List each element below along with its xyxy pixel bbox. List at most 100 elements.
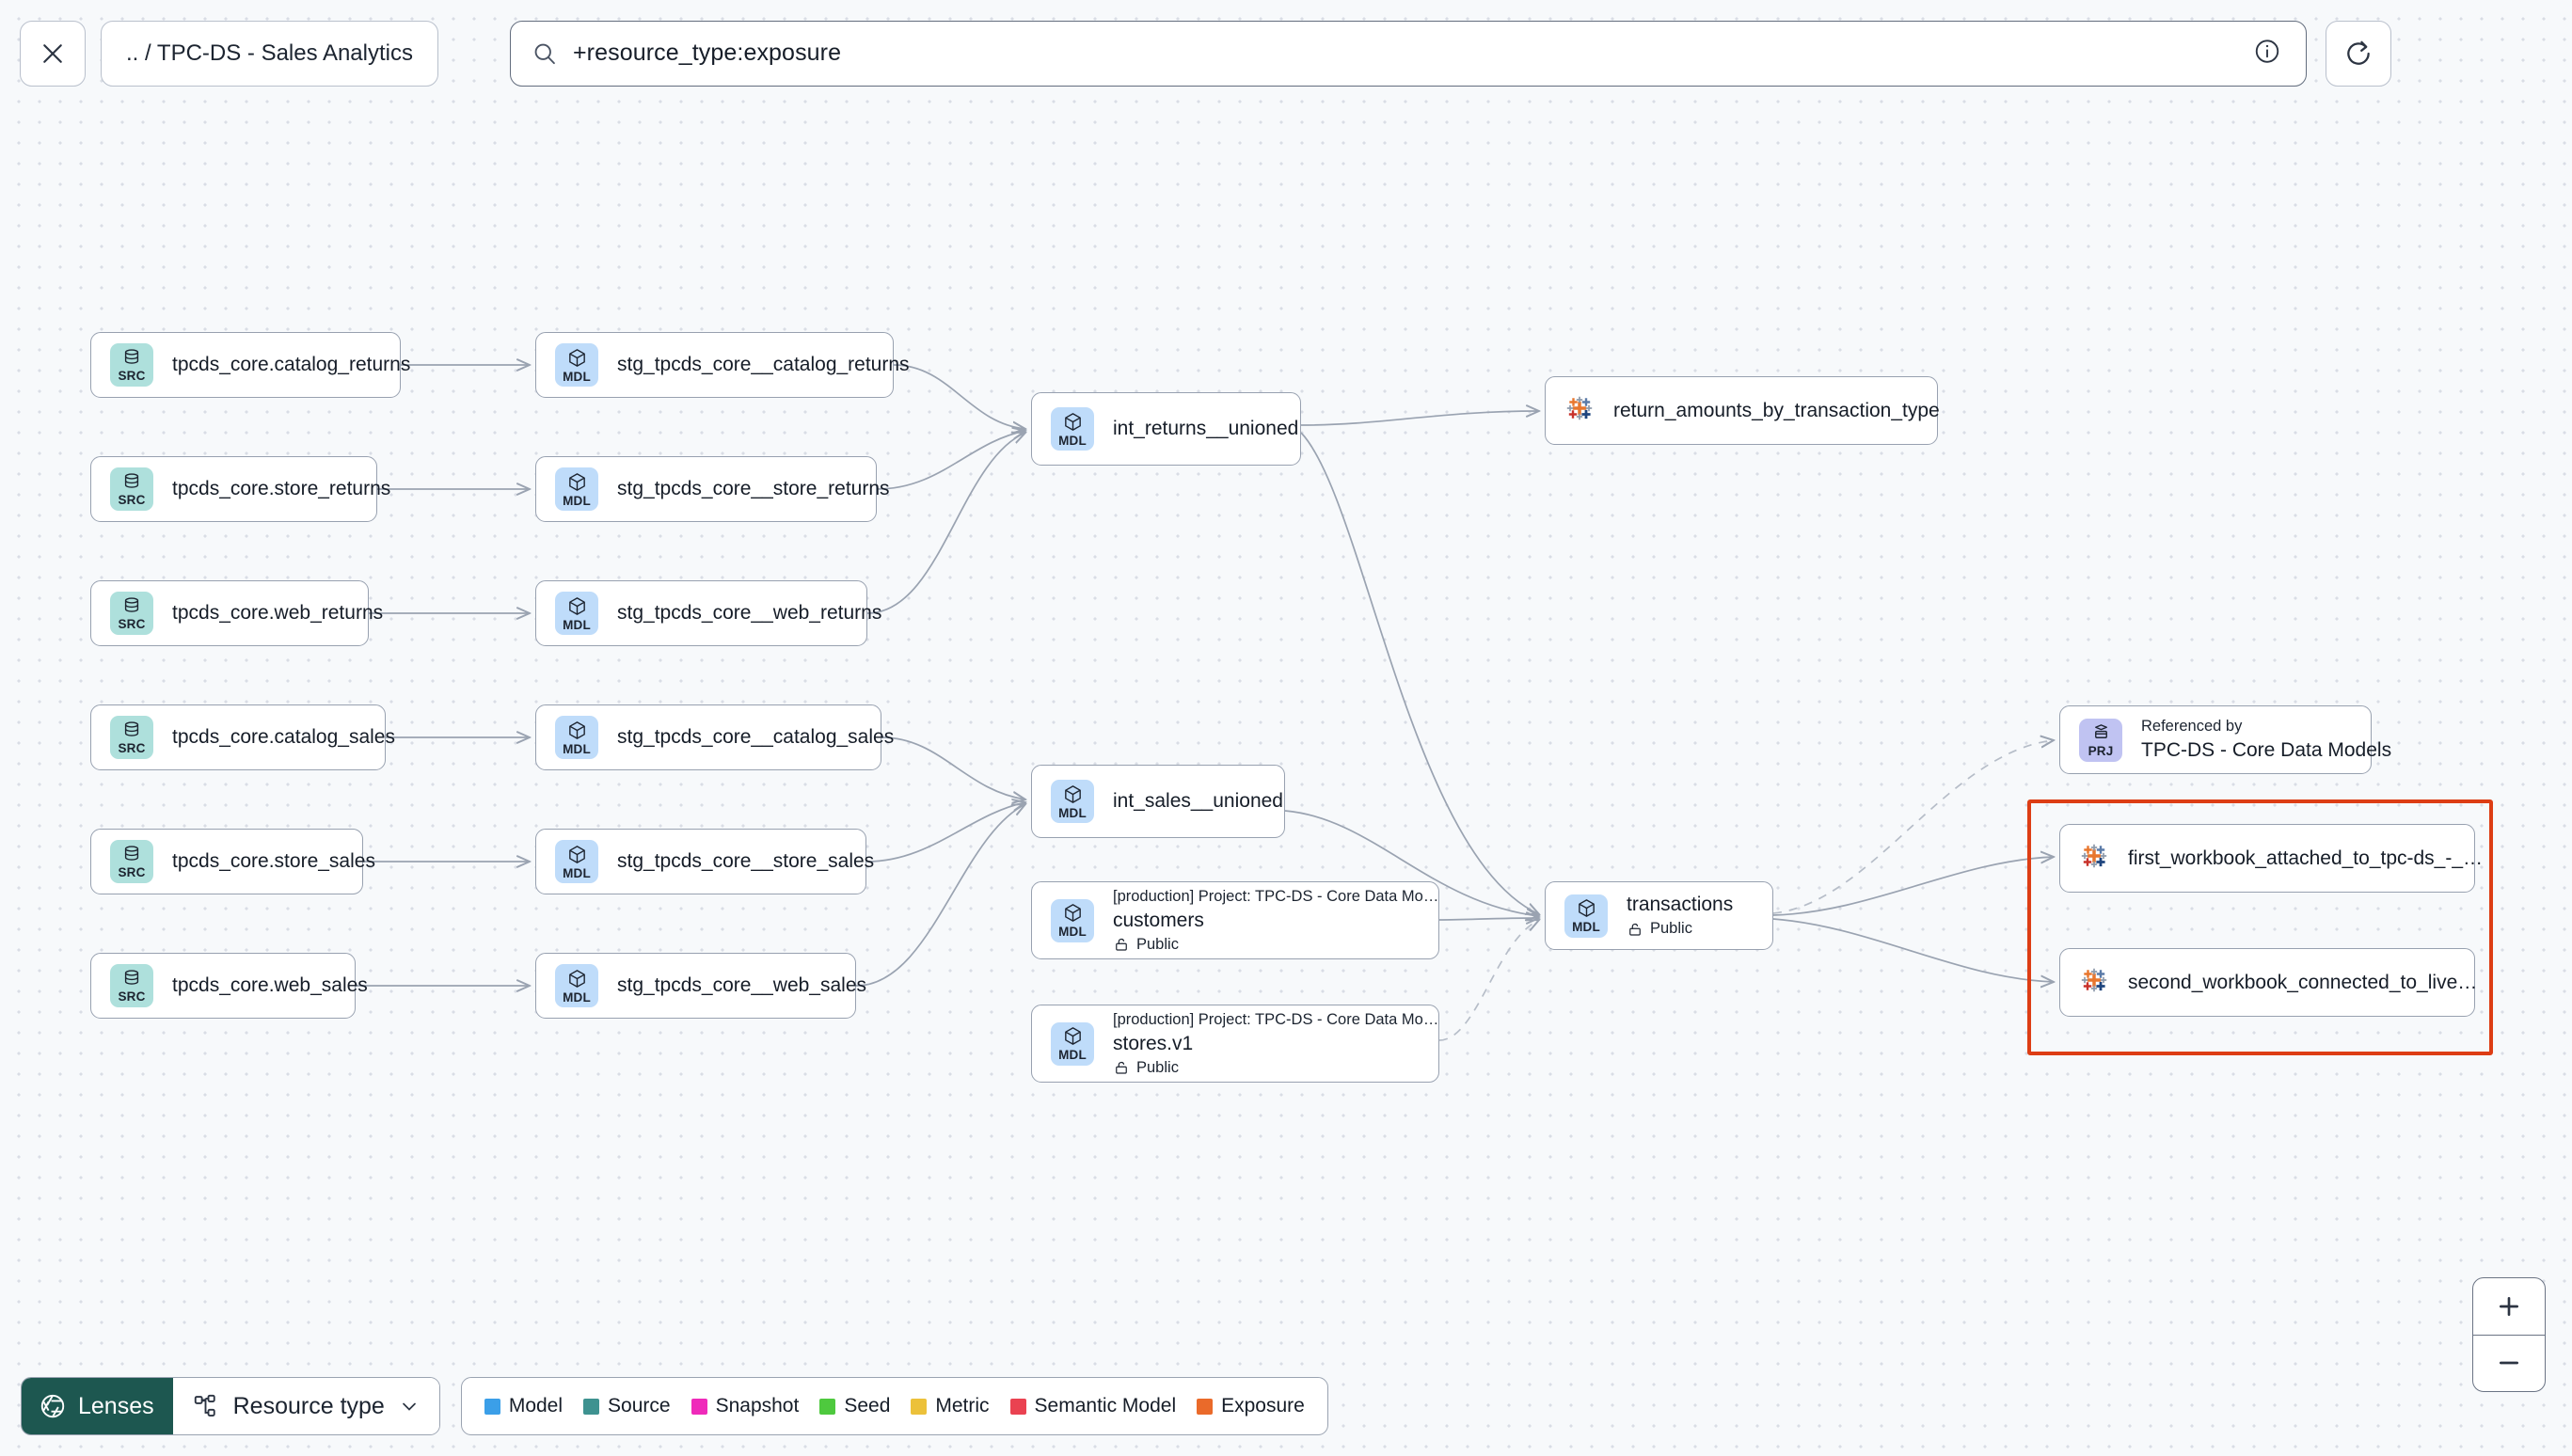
node-visibility: Public — [1113, 1059, 1438, 1077]
mdl-badge: MDL — [555, 840, 598, 883]
header-bar: .. / TPC-DS - Sales Analytics +resource_… — [0, 0, 2572, 106]
zoom-out-button[interactable] — [2473, 1336, 2545, 1392]
cube-icon — [1064, 1027, 1081, 1046]
nodes-icon — [194, 1394, 215, 1416]
node-subtitle: [production] Project: TPC-DS - Core Data… — [1113, 1010, 1439, 1028]
database-icon — [124, 473, 139, 488]
cube-icon — [568, 845, 585, 863]
legend-item-semantic-model[interactable]: Semantic Model — [1009, 1395, 1177, 1417]
legend-item-snapshot[interactable]: Snapshot — [691, 1395, 800, 1417]
graph-node-src_store_returns[interactable]: SRC tpcds_core.store_returns — [90, 456, 390, 522]
graph-node-stg_catalog_sales[interactable]: MDL stg_tpcds_core__catalog_sales — [535, 704, 894, 770]
node-label: tpcds_core.catalog_returns — [172, 354, 411, 375]
legend-swatch — [691, 1398, 707, 1415]
breadcrumb[interactable]: .. / TPC-DS - Sales Analytics — [101, 20, 438, 87]
search-input[interactable]: +resource_type:exposure — [509, 20, 2307, 87]
database-icon — [124, 349, 139, 364]
exposure-badge — [2079, 965, 2109, 1000]
minus-icon — [2500, 1361, 2518, 1365]
tableau-exposure-icon — [2081, 968, 2107, 992]
exposure-badge — [1564, 393, 1595, 428]
aperture-icon — [40, 1394, 65, 1418]
graph-node-stg_web_returns[interactable]: MDL stg_tpcds_core__web_returns — [535, 580, 881, 646]
legend-swatch — [484, 1398, 500, 1415]
mdl-badge: MDL — [555, 964, 598, 1007]
legend-swatch — [911, 1398, 928, 1415]
node-label: stores.v1 — [1113, 1032, 1194, 1054]
src-badge: SRC — [110, 467, 153, 511]
mdl-badge: MDL — [555, 467, 598, 511]
node-label: stg_tpcds_core__store_returns — [617, 478, 890, 499]
mdl-badge: MDL — [555, 716, 598, 759]
legend-item-model[interactable]: Model — [484, 1395, 563, 1417]
legend: Model Source Snapshot Seed Metric Semant… — [460, 1377, 1328, 1435]
graph-node-stg_store_returns[interactable]: MDL stg_tpcds_core__store_returns — [535, 456, 890, 522]
legend-label: Snapshot — [715, 1395, 800, 1416]
node-label: int_returns__unioned — [1113, 418, 1299, 439]
bottom-toolbar: Lenses Resource type Model — [21, 1377, 1328, 1435]
lenses-button[interactable]: Lenses — [22, 1378, 173, 1434]
src-badge: SRC — [110, 343, 153, 387]
legend-item-exposure[interactable]: Exposure — [1197, 1395, 1305, 1417]
graph-node-first_workbook[interactable]: first_workbook_attached_to_tpc-ds_-_… — [2059, 824, 2483, 893]
search-icon — [534, 43, 555, 64]
cube-icon — [568, 596, 585, 615]
cube-icon — [1578, 899, 1595, 918]
graph-node-int_returns[interactable]: MDL int_returns__unioned — [1031, 392, 1301, 466]
graph-node-return_amounts[interactable]: return_amounts_by_transaction_type — [1545, 376, 1940, 445]
node-label: customers — [1113, 909, 1204, 931]
refresh-button[interactable] — [2325, 20, 2391, 87]
close-button[interactable] — [20, 20, 86, 87]
refresh-icon — [2347, 40, 2370, 65]
info-icon[interactable] — [2253, 37, 2281, 70]
legend-item-metric[interactable]: Metric — [911, 1395, 990, 1417]
legend-label: Model — [508, 1395, 564, 1416]
legend-swatch — [583, 1398, 600, 1415]
legend-label: Semantic Model — [1034, 1395, 1177, 1416]
database-icon — [124, 721, 139, 736]
mdl-badge: MDL — [555, 592, 598, 635]
legend-swatch — [1009, 1398, 1026, 1415]
graph-node-second_workbook[interactable]: second_workbook_connected_to_live… — [2059, 948, 2478, 1017]
node-label: tpcds_core.store_returns — [172, 478, 391, 499]
node-subtitle: Referenced by — [2141, 718, 2243, 735]
resource-type-label: Resource type — [232, 1392, 385, 1419]
tableau-exposure-icon — [1566, 396, 1593, 420]
legend-item-source[interactable]: Source — [583, 1395, 671, 1417]
graph-node-src_catalog_returns[interactable]: SRC tpcds_core.catalog_returns — [90, 332, 410, 398]
database-icon — [124, 846, 139, 861]
mdl-badge: MDL — [1051, 1021, 1094, 1066]
cube-icon — [568, 472, 585, 491]
node-label: return_amounts_by_transaction_type — [1613, 399, 1940, 421]
project-stack-icon — [2094, 724, 2107, 739]
mdl-badge: MDL — [555, 343, 598, 387]
legend-item-seed[interactable]: Seed — [819, 1395, 890, 1417]
graph-node-stores_v1[interactable]: MDL [production] Project: TPC-DS - Core D… — [1031, 1005, 1439, 1083]
unlock-icon — [1116, 1061, 1127, 1074]
cube-icon — [568, 348, 585, 367]
cube-icon — [1064, 784, 1081, 803]
node-label: second_workbook_connected_to_live… — [2128, 971, 2478, 993]
lenses-label: Lenses — [78, 1392, 154, 1419]
zoom-in-button[interactable] — [2473, 1278, 2545, 1336]
node-label: tpcds_core.web_returns — [172, 602, 384, 624]
exposure-badge — [2079, 841, 2109, 876]
node-label: stg_tpcds_core__catalog_sales — [617, 726, 895, 748]
resource-type-dropdown[interactable]: Resource type — [172, 1378, 439, 1434]
mdl-badge: MDL — [1051, 407, 1094, 451]
node-label: stg_tpcds_core__web_returns — [617, 602, 882, 624]
node-label: transactions — [1627, 894, 1734, 915]
graph-node-customers[interactable]: MDL[production] Project: TPC-DS - Core D… — [1031, 881, 1439, 959]
